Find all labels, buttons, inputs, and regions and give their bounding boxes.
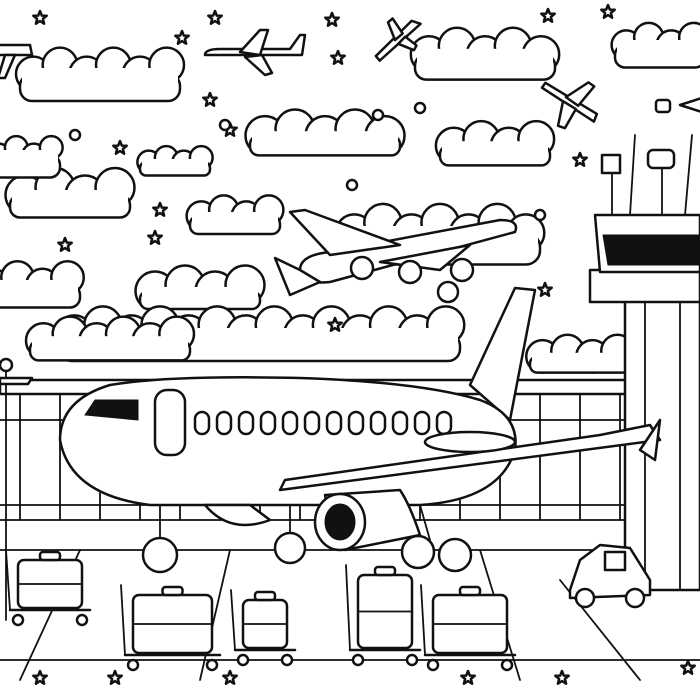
- star: [112, 139, 128, 155]
- cloud: [244, 108, 406, 157]
- window: [237, 410, 255, 436]
- cloud: [185, 194, 285, 236]
- window: [215, 410, 233, 436]
- star: [32, 669, 48, 685]
- star: [460, 669, 476, 685]
- dot: [371, 108, 385, 122]
- luggage-cart: [120, 584, 222, 672]
- window: [303, 410, 321, 436]
- cloud: [24, 315, 196, 362]
- window: [281, 410, 299, 436]
- service-truck: [568, 543, 652, 609]
- window: [259, 410, 277, 436]
- window: [369, 410, 387, 436]
- dot: [413, 101, 427, 115]
- luggage-cart: [345, 564, 422, 667]
- cloud: [14, 46, 186, 103]
- cloud: [409, 26, 561, 81]
- luggage-cart: [230, 589, 297, 667]
- dot: [68, 128, 82, 142]
- cloud: [0, 134, 64, 179]
- star: [330, 49, 346, 65]
- stars: [32, 3, 696, 685]
- dot: [218, 118, 232, 132]
- star: [147, 229, 163, 245]
- star: [680, 659, 696, 675]
- star: [537, 281, 553, 297]
- window: [325, 410, 343, 436]
- cloud: [0, 260, 85, 309]
- departing-airplane: [273, 208, 518, 304]
- dot: [345, 178, 359, 192]
- dot: [533, 208, 547, 222]
- light-pole: [0, 357, 34, 621]
- luggage-carts: [5, 549, 517, 672]
- luggage-cart: [5, 549, 92, 627]
- main-airplane: [58, 286, 662, 574]
- cloud: [434, 119, 556, 167]
- window: [435, 410, 453, 436]
- star: [554, 669, 570, 685]
- luggage-cart: [420, 584, 517, 672]
- star: [327, 316, 343, 332]
- star: [572, 151, 588, 167]
- window: [193, 410, 211, 436]
- clouds: [0, 21, 700, 374]
- star: [324, 11, 340, 27]
- star: [202, 91, 218, 107]
- control-tower: [588, 98, 700, 592]
- star: [174, 29, 190, 45]
- star: [57, 236, 73, 252]
- star: [540, 7, 556, 23]
- cloud: [4, 166, 136, 219]
- cloud: [136, 144, 214, 177]
- cloud: [525, 333, 635, 374]
- small-airplanes: [0, 17, 700, 130]
- window: [391, 410, 409, 436]
- window: [347, 410, 365, 436]
- star: [222, 669, 238, 685]
- star: [152, 201, 168, 217]
- star: [600, 3, 616, 19]
- cloud: [134, 264, 266, 312]
- star: [32, 9, 48, 25]
- cloud: [610, 21, 700, 69]
- star: [107, 669, 123, 685]
- window: [413, 410, 431, 436]
- star: [207, 9, 223, 25]
